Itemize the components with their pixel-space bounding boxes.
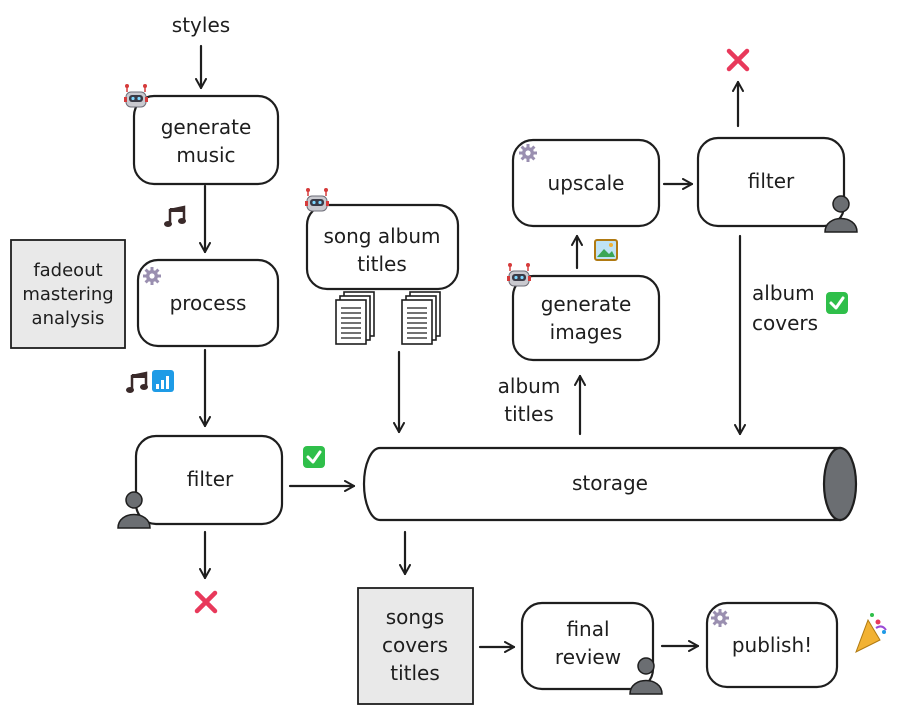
filter-songs-node[interactable]: filter bbox=[134, 434, 284, 526]
song-album-titles-node[interactable]: song album titles bbox=[305, 203, 460, 291]
publish-label: publish! bbox=[732, 633, 812, 657]
gear-icon bbox=[517, 142, 539, 164]
filter-covers-label: filter bbox=[748, 169, 795, 193]
generate-music-node[interactable]: generate music bbox=[132, 94, 280, 186]
filter-covers-node[interactable]: filter bbox=[696, 136, 846, 228]
album-covers-line2: covers bbox=[752, 311, 818, 335]
upscale-node[interactable]: upscale bbox=[511, 138, 661, 228]
music-note-icon bbox=[124, 371, 150, 395]
song-album-titles-line2: titles bbox=[357, 252, 407, 276]
sct-line2: covers bbox=[382, 633, 448, 657]
fadeout-line2: mastering bbox=[22, 284, 113, 305]
check-icon bbox=[824, 290, 850, 316]
sct-line1: songs bbox=[386, 605, 444, 629]
documents-icon bbox=[401, 291, 441, 345]
storage-node[interactable]: storage bbox=[362, 446, 858, 522]
fadeout-line3: analysis bbox=[32, 308, 105, 329]
generate-music-line1: generate bbox=[161, 115, 252, 139]
filter-songs-label: filter bbox=[187, 467, 234, 491]
robot-icon bbox=[506, 262, 532, 287]
music-note-icon bbox=[162, 205, 188, 229]
gear-icon bbox=[141, 265, 163, 287]
signal-bars-icon bbox=[152, 370, 174, 392]
final-review-node[interactable]: final review bbox=[520, 601, 655, 691]
album-covers-line1: album bbox=[752, 281, 815, 305]
x-icon bbox=[197, 593, 215, 611]
sct-line3: titles bbox=[390, 661, 440, 685]
generate-images-line2: images bbox=[550, 320, 623, 344]
storage-label: storage bbox=[572, 471, 648, 495]
process-label: process bbox=[170, 291, 247, 315]
generate-images-node[interactable]: generate images bbox=[511, 274, 661, 362]
x-icon bbox=[729, 51, 747, 69]
robot-icon bbox=[304, 187, 330, 212]
generate-music-line2: music bbox=[176, 143, 235, 167]
party-popper-icon bbox=[855, 613, 887, 654]
fadeout-line1: fadeout bbox=[33, 260, 102, 281]
fadeout-note: fadeout mastering analysis bbox=[10, 239, 126, 349]
gear-icon bbox=[709, 607, 731, 629]
robot-icon bbox=[123, 83, 149, 108]
album-titles-line2: titles bbox=[504, 402, 554, 426]
generate-images-line1: generate bbox=[541, 292, 632, 316]
picture-icon bbox=[594, 239, 618, 261]
upscale-label: upscale bbox=[548, 171, 625, 195]
song-album-titles-line1: song album bbox=[323, 224, 440, 248]
check-icon bbox=[301, 444, 327, 470]
styles-label: styles bbox=[172, 13, 230, 37]
final-review-line1: final bbox=[566, 617, 609, 641]
publish-node[interactable]: publish! bbox=[705, 601, 839, 689]
process-node[interactable]: process bbox=[136, 258, 280, 348]
final-review-line2: review bbox=[555, 645, 621, 669]
album-titles-line1: album bbox=[498, 374, 561, 398]
documents-icon bbox=[335, 291, 375, 345]
songs-covers-titles-note: songs covers titles bbox=[357, 587, 474, 705]
